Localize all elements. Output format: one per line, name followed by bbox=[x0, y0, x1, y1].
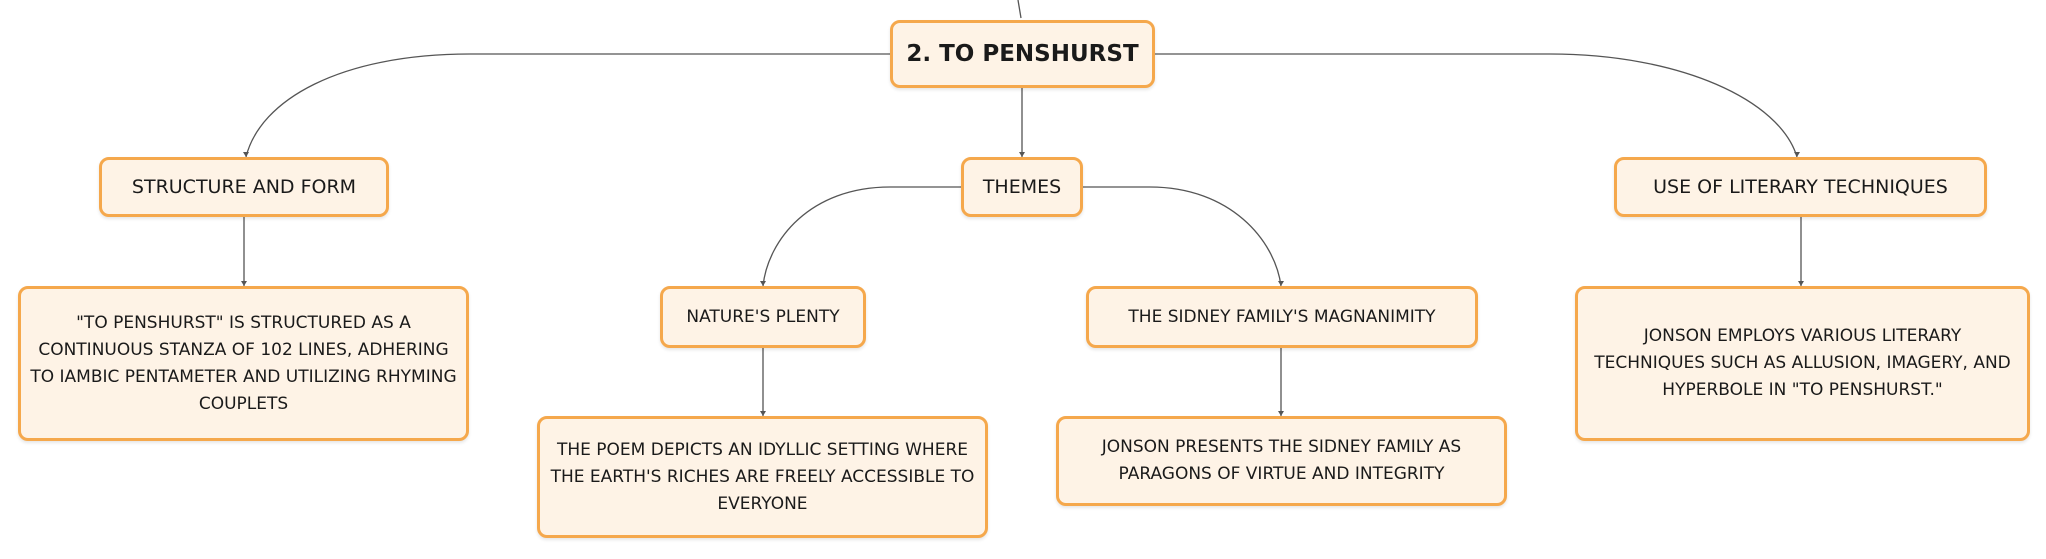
natures-plenty-label: NATURE'S PLENTY bbox=[686, 307, 840, 327]
connector-root-to-literary bbox=[1155, 53, 1798, 158]
literary-detail-text: JONSON EMPLOYS VARIOUS LITERARY TECHNIQU… bbox=[1594, 326, 2011, 400]
connector-root-to-structure bbox=[245, 53, 890, 158]
arrowhead-sidney-detail bbox=[1278, 411, 1284, 416]
arrowhead-structure bbox=[243, 152, 249, 157]
structure-detail-text: "TO PENSHURST" IS STRUCTURED AS A CONTIN… bbox=[30, 312, 457, 414]
root-node-label: 2. TO PENSHURST bbox=[906, 41, 1139, 67]
root-node[interactable]: 2. TO PENSHURST bbox=[890, 20, 1155, 88]
arrowhead-structure-detail bbox=[241, 281, 247, 286]
sidney-family-detail-node[interactable]: JONSON PRESENTS THE SIDNEY FAMILY AS PAR… bbox=[1056, 416, 1507, 506]
sidney-family-label: THE SIDNEY FAMILY'S MAGNANIMITY bbox=[1128, 307, 1436, 327]
structure-and-form-label: STRUCTURE AND FORM bbox=[131, 176, 357, 198]
arrowhead-themes bbox=[1019, 152, 1025, 157]
natures-plenty-detail-node[interactable]: THE POEM DEPICTS AN IDYLLIC SETTING WHER… bbox=[537, 416, 988, 538]
natures-plenty-detail-text: THE POEM DEPICTS AN IDYLLIC SETTING WHER… bbox=[550, 439, 975, 514]
sidney-family-node[interactable]: THE SIDNEY FAMILY'S MAGNANIMITY bbox=[1086, 286, 1478, 348]
themes-label: THEMES bbox=[982, 176, 1062, 198]
arrowhead-literary-detail bbox=[1798, 281, 1804, 286]
arrowhead-nature bbox=[760, 281, 766, 286]
themes-node[interactable]: THEMES bbox=[961, 157, 1083, 217]
sidney-family-detail-text: JONSON PRESENTS THE SIDNEY FAMILY AS PAR… bbox=[1101, 437, 1462, 484]
arrowhead-nature-detail bbox=[760, 411, 766, 416]
literary-techniques-label: USE OF LITERARY TECHNIQUES bbox=[1653, 176, 1948, 198]
connector-parent-to-root bbox=[1017, 0, 1022, 19]
connector-themes-to-nature bbox=[762, 186, 961, 287]
structure-and-form-node[interactable]: STRUCTURE AND FORM bbox=[99, 157, 389, 217]
arrowhead-literary bbox=[1794, 152, 1800, 157]
connector-themes-to-sidney bbox=[1083, 186, 1282, 287]
literary-techniques-node[interactable]: USE OF LITERARY TECHNIQUES bbox=[1614, 157, 1987, 217]
natures-plenty-node[interactable]: NATURE'S PLENTY bbox=[660, 286, 866, 348]
arrowhead-sidney bbox=[1278, 281, 1284, 286]
structure-detail-node[interactable]: "TO PENSHURST" IS STRUCTURED AS A CONTIN… bbox=[18, 286, 469, 441]
literary-detail-node[interactable]: JONSON EMPLOYS VARIOUS LITERARY TECHNIQU… bbox=[1575, 286, 2030, 441]
